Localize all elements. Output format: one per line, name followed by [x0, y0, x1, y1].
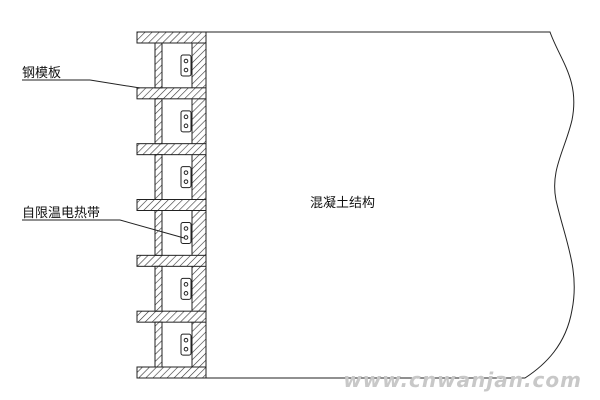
heating-tape [180, 166, 192, 189]
formwork-rib [136, 310, 207, 323]
formwork-web [154, 42, 163, 89]
concrete-outline [206, 31, 575, 379]
heating-tape-hole [183, 235, 189, 240]
formwork-web [154, 321, 163, 368]
heating-tape [180, 54, 192, 77]
heating-tape-hole [183, 114, 189, 120]
formwork-web [154, 265, 163, 312]
heating-tape [180, 277, 192, 300]
formwork-web [154, 154, 163, 201]
heating-tape-hole [183, 337, 189, 343]
steel-formwork [136, 31, 207, 379]
heating-tape-hole [183, 179, 189, 184]
formwork-rib [136, 366, 207, 379]
formwork-web [154, 210, 163, 256]
label-heating-tape: 自限温电热带 [22, 206, 101, 221]
heating-tape [180, 333, 192, 356]
formwork-rib [136, 254, 207, 267]
heating-tape-hole [183, 291, 189, 296]
leader-steel-formwork-diag [89, 79, 141, 89]
formwork-rib [136, 87, 207, 100]
leader-heating-tape-diag [119, 219, 185, 239]
heating-tape-hole [183, 282, 189, 287]
formwork-rib [136, 199, 207, 211]
heating-tape [180, 222, 192, 244]
formwork-rib [136, 31, 207, 44]
heating-tape-hole [183, 170, 189, 175]
heating-tape-hole [183, 58, 189, 64]
formwork-web [154, 98, 163, 145]
heating-tape-hole [183, 226, 189, 231]
heating-tape [180, 110, 192, 133]
heating-tape-hole [183, 123, 189, 129]
formwork-rib [136, 143, 207, 156]
heating-tape-hole [183, 67, 189, 73]
heating-tape-hole [183, 346, 189, 352]
label-concrete: 混凝土结构 [310, 196, 376, 211]
label-steel-formwork: 钢模板 [22, 66, 62, 81]
watermark: www.cnwanjan.com [343, 368, 582, 392]
